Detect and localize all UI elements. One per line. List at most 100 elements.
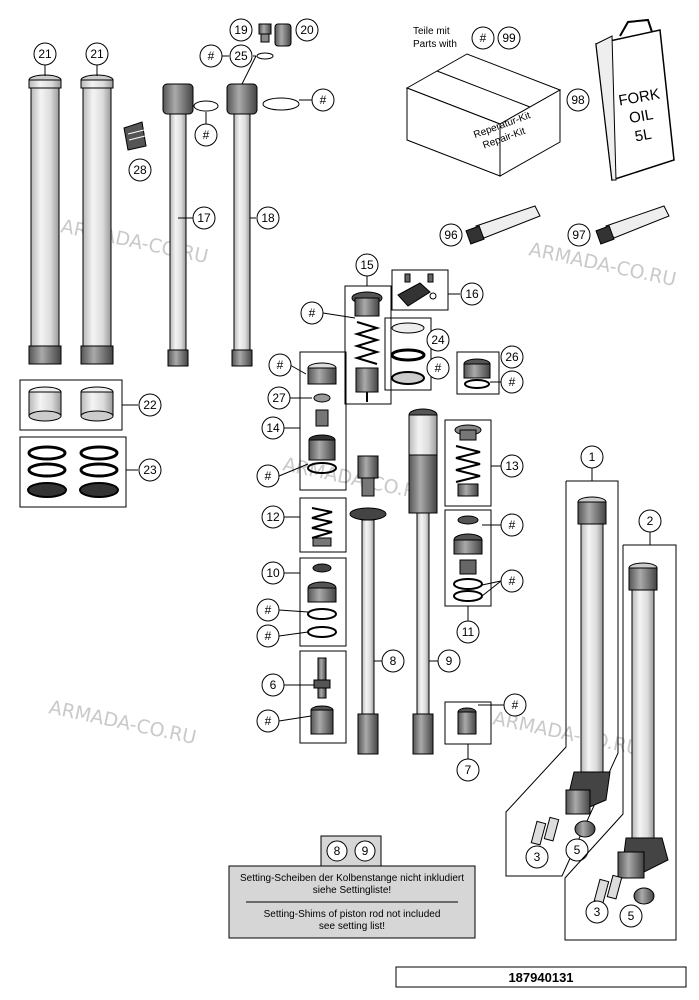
callout-3a: 3 xyxy=(525,845,549,869)
valve-10 xyxy=(307,563,337,638)
callout-2: 2 xyxy=(638,509,662,533)
callout-17: 17 xyxy=(192,206,216,230)
svg-text:3: 3 xyxy=(534,850,541,864)
svg-text:2: 2 xyxy=(647,514,654,528)
outer-tube-2 xyxy=(617,562,669,879)
svg-text:8: 8 xyxy=(334,844,341,858)
cap-screw-19 xyxy=(258,23,272,43)
callout-28: 28 xyxy=(128,158,152,182)
valve-assembly-14 xyxy=(307,362,337,474)
svg-text:3: 3 xyxy=(594,905,601,919)
fork-oil-can: FORK OIL 5L xyxy=(595,18,675,181)
callout-26: 26 xyxy=(500,345,524,369)
callout-hash-99: # xyxy=(471,26,495,50)
callout-24: 24 xyxy=(426,328,450,352)
sticker-part xyxy=(123,121,147,151)
callout-hash-14a: # xyxy=(268,353,292,377)
svg-text:9: 9 xyxy=(446,654,453,668)
oil-can-text-1: FORK xyxy=(617,86,661,110)
svg-text:#: # xyxy=(509,375,516,389)
upper-tube-left xyxy=(28,74,62,365)
svg-text:#: # xyxy=(265,714,272,728)
callout-23: 23 xyxy=(138,458,162,482)
watermark-4: ARMADA-CO.RU xyxy=(47,696,198,749)
group-6-box xyxy=(299,650,347,744)
clamp-parts-16 xyxy=(397,273,437,307)
note-en-line1: Setting-Shims of piston rod not included xyxy=(264,909,441,920)
valve-11 xyxy=(453,515,483,602)
svg-text:11: 11 xyxy=(462,625,475,639)
svg-text:#: # xyxy=(203,128,210,142)
svg-text:#: # xyxy=(480,31,487,45)
svg-text:12: 12 xyxy=(266,510,280,524)
bolts-3a xyxy=(530,816,560,846)
callout-25: 25 xyxy=(229,44,253,68)
callout-hash-15: # xyxy=(300,301,324,325)
drawing-number-box xyxy=(395,966,687,988)
grease-tube-96 xyxy=(465,205,541,245)
callout-18: 18 xyxy=(256,206,280,230)
repair-kit-box: Reperatur-Kit Repair-Kit xyxy=(405,53,562,177)
svg-text:96: 96 xyxy=(444,228,458,242)
seals-box xyxy=(19,436,127,508)
washer-25 xyxy=(256,52,274,60)
spring-13 xyxy=(454,424,482,497)
callout-96: 96 xyxy=(439,223,463,247)
callout-9-note: 9 xyxy=(354,840,376,862)
svg-text:14: 14 xyxy=(266,421,280,435)
outer-tube-1 xyxy=(565,496,611,815)
callout-15: 15 xyxy=(355,253,379,277)
seal-set-left xyxy=(27,445,67,498)
callout-5a: 5 xyxy=(565,838,589,862)
callout-27: 27 xyxy=(267,386,291,410)
callout-hash-10b: # xyxy=(256,624,280,648)
callout-16: 16 xyxy=(460,282,484,306)
callout-hash-24: # xyxy=(426,356,450,380)
spring-assembly-15 xyxy=(351,291,383,402)
svg-text:10: 10 xyxy=(266,566,280,580)
callout-20: 20 xyxy=(295,18,319,42)
svg-text:#: # xyxy=(208,49,215,63)
note-de-line1: Setting-Scheiben der Kolbenstange nicht … xyxy=(240,873,464,884)
svg-text:#: # xyxy=(265,603,272,617)
valve-7 xyxy=(457,707,477,735)
svg-text:6: 6 xyxy=(270,678,277,692)
group-15-box xyxy=(344,285,392,405)
svg-text:17: 17 xyxy=(197,211,211,225)
svg-text:99: 99 xyxy=(502,31,516,45)
svg-text:8: 8 xyxy=(390,654,397,668)
bolts-3b xyxy=(593,874,623,904)
callout-1: 1 xyxy=(580,445,604,469)
seal-set-right xyxy=(79,445,119,498)
inner-tube-17 xyxy=(162,83,194,367)
callout-hash-25: # xyxy=(199,44,223,68)
svg-text:7: 7 xyxy=(465,763,472,777)
svg-text:#: # xyxy=(509,518,516,532)
callout-hash-7: # xyxy=(503,693,527,717)
callout-10: 10 xyxy=(261,561,285,585)
adjuster-20 xyxy=(274,23,292,47)
rings-24 xyxy=(390,322,426,385)
inner-tube-18 xyxy=(226,83,258,367)
bushing-right xyxy=(80,386,114,422)
callout-99: 99 xyxy=(497,26,521,50)
callout-22: 22 xyxy=(138,393,162,417)
oil-can-text-3: 5L xyxy=(634,126,653,146)
callout-3b: 3 xyxy=(585,900,609,924)
o-ring-17 xyxy=(193,100,219,112)
svg-text:5: 5 xyxy=(574,843,581,857)
svg-text:13: 13 xyxy=(505,459,519,473)
callout-hash-18: # xyxy=(311,88,335,112)
callout-8-note: 8 xyxy=(326,840,348,862)
note-en-line2: see setting list! xyxy=(319,921,385,932)
svg-text:18: 18 xyxy=(261,211,275,225)
callout-14: 14 xyxy=(261,416,285,440)
upper-tube-right xyxy=(80,74,114,365)
callout-98: 98 xyxy=(566,88,590,112)
svg-text:1: 1 xyxy=(589,450,596,464)
svg-text:25: 25 xyxy=(234,49,248,63)
callout-7: 7 xyxy=(456,758,480,782)
callout-hash-11b: # xyxy=(500,569,524,593)
svg-text:#: # xyxy=(512,698,519,712)
callout-5b: 5 xyxy=(619,904,643,928)
